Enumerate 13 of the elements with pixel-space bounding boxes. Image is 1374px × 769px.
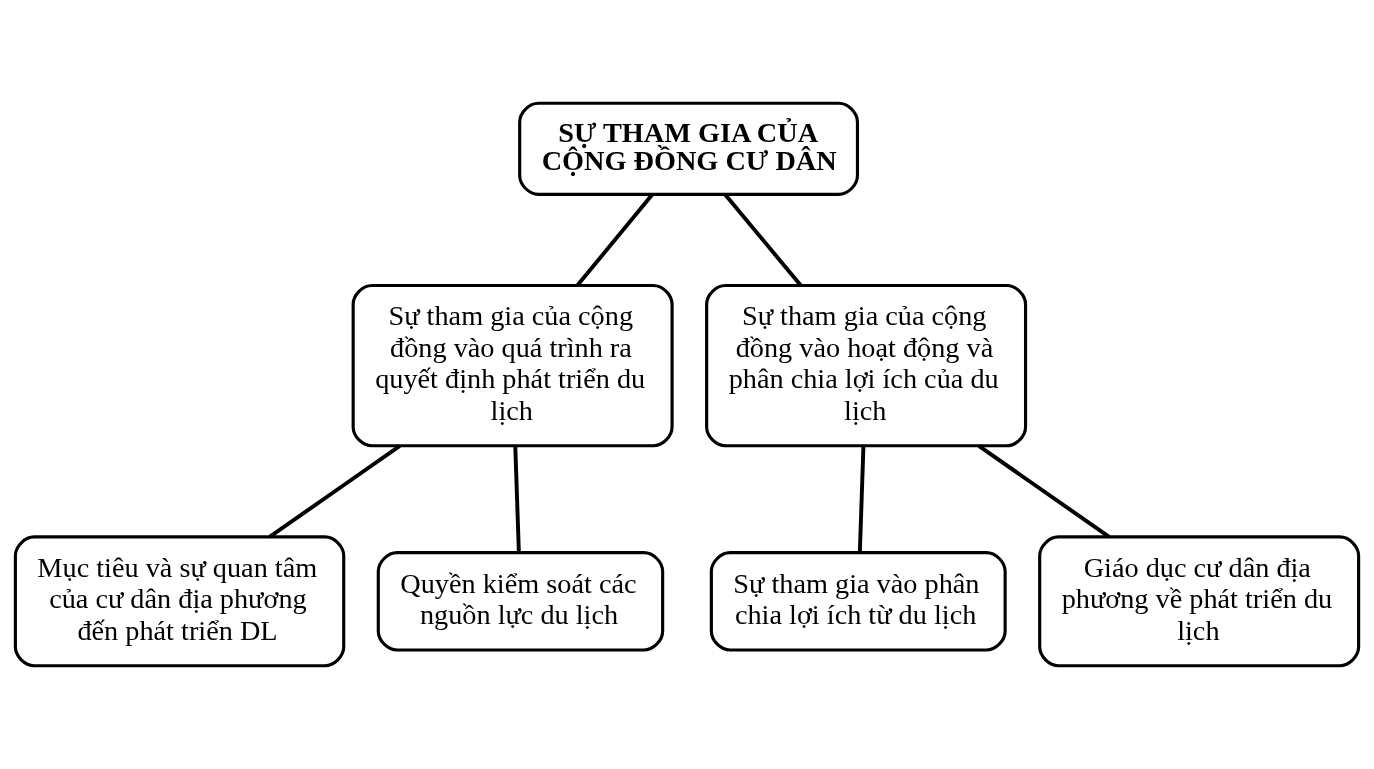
node-box: SỰ THAM GIA CỦA CỘNG ĐỒNG CƯ DÂN [518,101,860,196]
connector [857,445,866,553]
connector [575,193,654,287]
connector [513,445,521,553]
node-box: Sự tham gia của cộng đồng vào hoạt động và phân chia lợi ích của du lịch [705,283,1028,448]
node-box: Mục tiêu và sự quan tâm của cư dân địa phương đến phát triển DL [13,535,346,668]
node-box: Sự tham gia của cộng đồng vào quá trình ra quyết định phát triển du lịch [351,283,674,448]
node-box: Quyền kiểm soát các nguồn lực du lịch [376,551,665,652]
connector [977,444,1111,539]
connector [723,193,803,287]
connector [268,444,401,539]
node-box: Giáo dục cư dân địa phương về phát triển du lịch [1038,535,1361,668]
node-box: Sự tham gia vào phân chia lợi ích từ du lịch [709,551,1007,652]
